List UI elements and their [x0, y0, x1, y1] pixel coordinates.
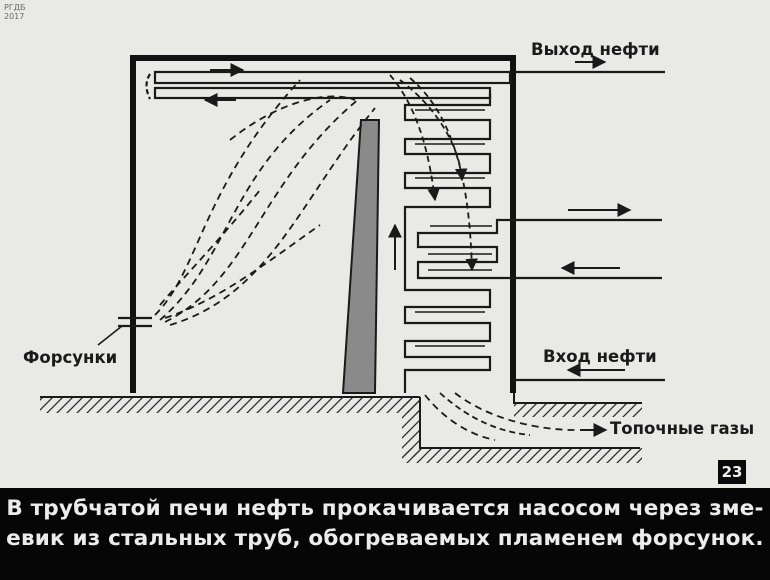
- burners-label: Форсунки: [23, 348, 117, 367]
- frame-number-badge: 23: [718, 460, 746, 484]
- oil-inlet-label: Вход нефти: [543, 347, 657, 366]
- watermark-line-1: РГДБ: [4, 3, 25, 12]
- watermark-line-2: 2017: [4, 12, 24, 21]
- flame-streams: [154, 74, 576, 441]
- caption-text: В трубчатой печи нефть прокачивается нас…: [6, 496, 764, 551]
- caption-bar: В трубчатой печи нефть прокачивается нас…: [0, 488, 770, 580]
- middle-coil-inner: [428, 225, 492, 271]
- flow-arrows: [203, 55, 632, 437]
- upper-coil: [403, 94, 492, 393]
- flue-gases-label: Топочные газы: [610, 419, 754, 438]
- oil-outlet-label: Выход нефти: [531, 40, 660, 59]
- tube-furnace-diagram: РГДБ 2017: [4, 3, 754, 463]
- furnace-wall: [130, 55, 516, 393]
- burner-nozzle: [97, 316, 152, 346]
- upper-coil-inner: [415, 109, 485, 347]
- radiant-tube: [145, 70, 512, 100]
- middle-coil: [416, 218, 662, 280]
- bridge-wall: [341, 119, 381, 394]
- ground: [40, 390, 642, 463]
